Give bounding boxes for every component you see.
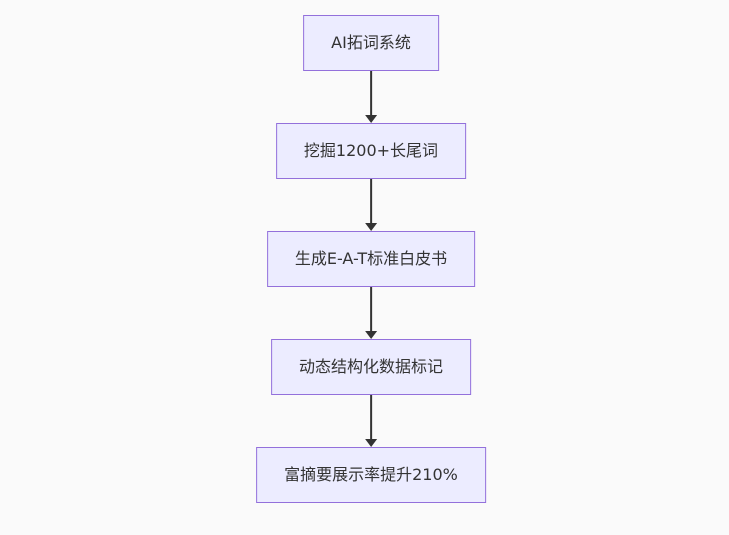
flow-arrow-4 <box>365 395 377 447</box>
flow-node-step-4: 动态结构化数据标记 <box>270 339 471 395</box>
arrow-line <box>370 71 372 115</box>
arrow-line <box>370 395 372 439</box>
node-label: AI拓词系统 <box>331 33 411 53</box>
flowchart: AI拓词系统 挖掘1200+长尾词 生成E-A-T标准白皮书 动态结构化数据标记 <box>256 15 486 503</box>
flow-node-step-2: 挖掘1200+长尾词 <box>275 123 467 179</box>
node-label: 动态结构化数据标记 <box>298 357 443 377</box>
arrow-line <box>370 179 372 223</box>
flow-node-step-1: AI拓词系统 <box>303 15 439 71</box>
flow-arrow-1 <box>365 71 377 123</box>
arrowhead-down-icon <box>365 223 377 231</box>
node-label: 挖掘1200+长尾词 <box>303 141 439 161</box>
node-label: 富摘要展示率提升210% <box>284 465 458 485</box>
flow-arrow-2 <box>365 179 377 231</box>
flow-arrow-3 <box>365 287 377 339</box>
arrowhead-down-icon <box>365 115 377 123</box>
arrowhead-down-icon <box>365 439 377 447</box>
node-label: 生成E-A-T标准白皮书 <box>294 249 448 269</box>
flow-node-step-5: 富摘要展示率提升210% <box>256 447 486 503</box>
arrow-line <box>370 287 372 331</box>
flow-node-step-3: 生成E-A-T标准白皮书 <box>266 231 476 287</box>
arrowhead-down-icon <box>365 331 377 339</box>
